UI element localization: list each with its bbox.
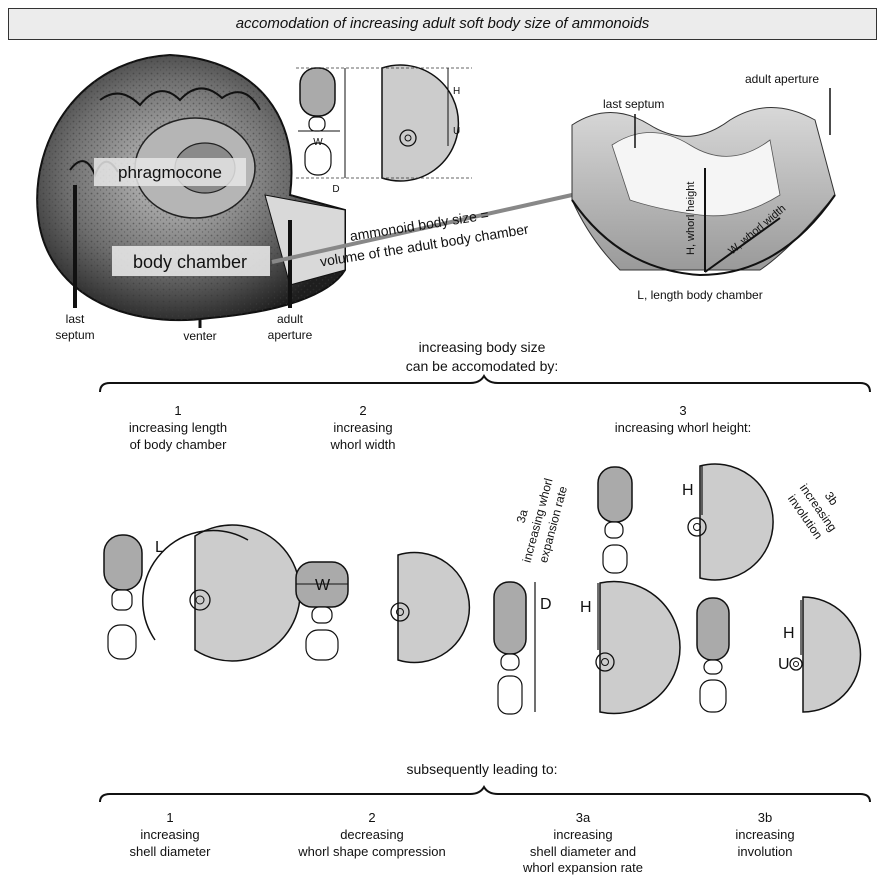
length-body-chamber-label: L, length body chamber bbox=[637, 288, 762, 302]
option-1-line2: of body chamber bbox=[130, 437, 228, 452]
option-1-num: 1 bbox=[174, 403, 181, 418]
sub-3b-u-label: U bbox=[778, 656, 790, 673]
result-3a-num: 3a bbox=[576, 810, 591, 825]
option-1-l-label: L bbox=[155, 539, 164, 556]
option-2-w-label: W bbox=[315, 577, 331, 594]
result-1-num: 1 bbox=[166, 810, 173, 825]
bottom-brace bbox=[100, 787, 870, 802]
result-2-line2: whorl shape compression bbox=[297, 844, 445, 859]
option-2-figure: W bbox=[296, 553, 469, 663]
mini-shell-diagram: W D H U bbox=[296, 65, 472, 195]
option-3-line1: increasing whorl height: bbox=[615, 420, 752, 435]
option-1-line1: increasing length bbox=[129, 420, 227, 435]
block-adult-aperture-label: adult aperture bbox=[745, 72, 819, 86]
aperture-label-line2: aperture bbox=[268, 328, 313, 342]
body-chamber-label: body chamber bbox=[133, 252, 247, 272]
middle-heading-line2: can be accomodated by: bbox=[406, 358, 559, 374]
sub-3a-num: 3a bbox=[514, 508, 531, 525]
mini-u-label: U bbox=[453, 126, 460, 137]
option-2-line1: increasing bbox=[333, 420, 392, 435]
mini-w-label: W bbox=[313, 137, 323, 148]
result-3a-line1: increasing bbox=[553, 827, 612, 842]
sub-3a-d-label: D bbox=[540, 596, 552, 613]
adult-label-line1: adult bbox=[277, 312, 304, 326]
result-1-line1: increasing bbox=[140, 827, 199, 842]
venter-label: venter bbox=[183, 329, 216, 343]
option-3-num: 3 bbox=[679, 403, 686, 418]
result-2-num: 2 bbox=[368, 810, 375, 825]
option-1-figure: L bbox=[104, 525, 300, 661]
top-brace bbox=[100, 376, 870, 392]
result-3a-line2: shell diameter and bbox=[530, 844, 636, 859]
result-2-line1: decreasing bbox=[340, 827, 404, 842]
sub-3b-figure: H U bbox=[697, 597, 860, 712]
option-2-line2: whorl width bbox=[329, 437, 395, 452]
middle-heading-line1: increasing body size bbox=[419, 339, 546, 355]
mini-d-label: D bbox=[332, 184, 339, 195]
result-3b-num: 3b bbox=[758, 810, 772, 825]
result-3b-line2: involution bbox=[738, 844, 793, 859]
septum-label-line2: septum bbox=[55, 328, 94, 342]
body-chamber-block: last septum adult aperture H, whorl heig… bbox=[572, 72, 835, 302]
sub-3a-h-label: H bbox=[580, 599, 592, 616]
sub-3b-label: 3b increasing involution bbox=[784, 472, 853, 543]
ammonoid-illustration: phragmocone body chamber last septum ven… bbox=[37, 55, 345, 343]
last-label-line1: last bbox=[66, 312, 85, 326]
option-3-figure: H bbox=[598, 464, 773, 580]
mini-h-label: H bbox=[453, 86, 460, 97]
result-1-line2: shell diameter bbox=[130, 844, 212, 859]
block-last-septum-label: last septum bbox=[603, 97, 664, 111]
sub-3a-label: 3a increasing whorl expansion rate bbox=[504, 473, 571, 569]
bottom-heading: subsequently leading to: bbox=[407, 761, 558, 777]
whorl-height-label: H, whorl height bbox=[685, 182, 697, 255]
sub-3a-figure: D H bbox=[494, 581, 680, 714]
result-3b-line1: increasing bbox=[735, 827, 794, 842]
sub-3b-h-label: H bbox=[783, 625, 795, 642]
option-3-h-label: H bbox=[682, 482, 694, 499]
option-2-num: 2 bbox=[359, 403, 366, 418]
result-3a-line3: whorl expansion rate bbox=[522, 860, 643, 875]
phragmocone-label: phragmocone bbox=[118, 163, 222, 182]
